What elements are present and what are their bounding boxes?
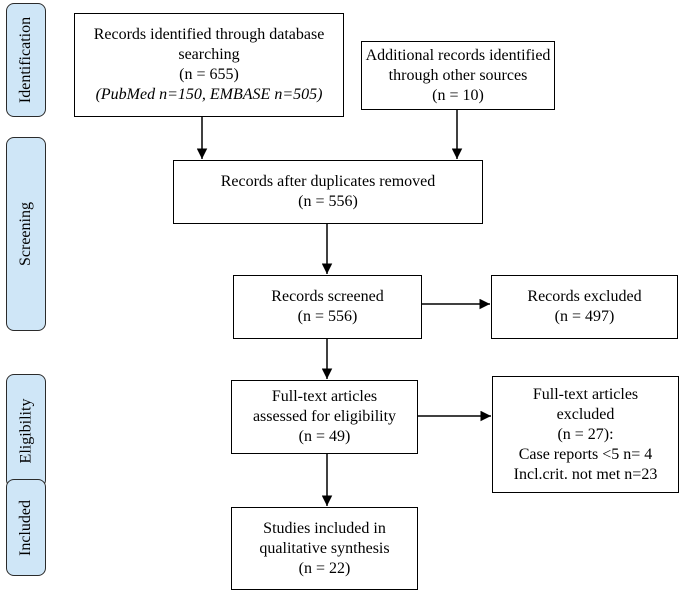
stage-screening: Screening — [6, 137, 46, 331]
included-line3: (n = 22) — [298, 559, 351, 577]
screened-line1: Records screened — [271, 288, 384, 305]
box-other-sources: Additional records identified through ot… — [361, 41, 555, 110]
box-studies-included: Studies included in qualitative synthesi… — [231, 507, 418, 590]
fulltext-assessed-line2: assessed for eligibility — [252, 408, 397, 425]
database-line4: (PubMed n=150, EMBASE n=505) — [95, 86, 323, 103]
excluded-line2: (n = 497) — [554, 308, 615, 325]
stage-identification: Identification — [6, 3, 46, 117]
excluded-line1: Records excluded — [527, 288, 642, 305]
fulltext-excluded-line4: Case reports <5 n= 4 — [518, 445, 653, 463]
box-records-screened: Records screened (n = 556) — [233, 275, 422, 339]
box-duplicates-removed: Records after duplicates removed (n = 55… — [173, 160, 483, 224]
other-sources-line3: (n = 10) — [432, 86, 484, 104]
included-line1: Studies included in — [263, 519, 386, 537]
duplicates-line2: (n = 556) — [298, 193, 358, 210]
database-line2: searching — [178, 46, 240, 63]
database-line3: (n = 655) — [179, 66, 239, 83]
other-sources-line1: Additional records identified — [365, 46, 551, 64]
fulltext-excluded-line1: Full-text articles — [532, 385, 639, 403]
box-fulltext-assessed: Full-text articles assessed for eligibil… — [231, 380, 418, 454]
box-database-records: Records identified through database sear… — [74, 13, 344, 117]
box-fulltext-excluded: Full-text articles excluded (n = 27): Ca… — [492, 376, 679, 493]
fulltext-excluded-line3: (n = 27): — [557, 425, 614, 443]
other-sources-line2: through other sources — [388, 66, 528, 84]
fulltext-excluded-line2: excluded — [556, 405, 615, 423]
fulltext-assessed-line1: Full-text articles — [271, 388, 378, 405]
fulltext-assessed-line3: (n = 49) — [298, 428, 351, 445]
duplicates-line1: Records after duplicates removed — [220, 173, 436, 190]
database-line1: Records identified through database — [93, 26, 325, 43]
included-line2: qualitative synthesis — [259, 539, 390, 557]
stage-included: Included — [6, 479, 46, 576]
fulltext-excluded-line5: Incl.crit. not met n=23 — [513, 465, 658, 483]
screened-line2: (n = 556) — [297, 308, 358, 325]
box-records-excluded: Records excluded (n = 497) — [491, 275, 678, 339]
